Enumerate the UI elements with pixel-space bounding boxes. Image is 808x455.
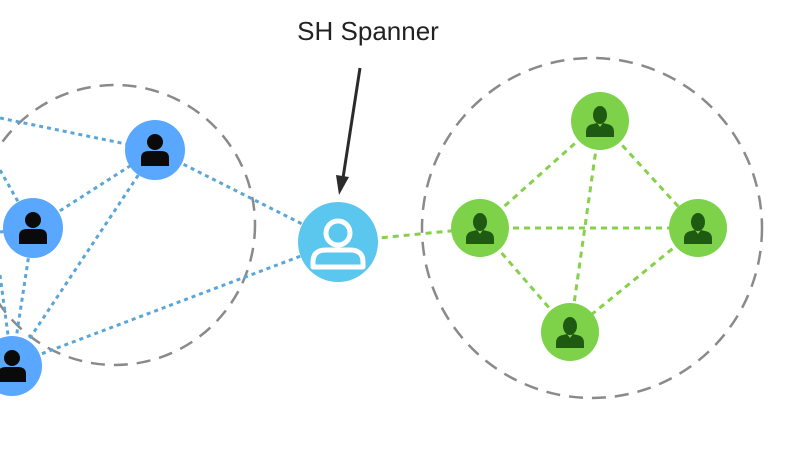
person-silhouette-icon: [586, 106, 614, 137]
edge: [11, 240, 339, 367]
green-node: [669, 199, 727, 257]
green-node: [541, 303, 599, 361]
blue-node: [3, 198, 63, 258]
edge: [10, 149, 157, 366]
edge: [0, 169, 35, 229]
person-icon: [19, 212, 47, 244]
person-icon: [0, 350, 26, 382]
left-cluster-outline: [0, 83, 257, 367]
spanner-node: [298, 202, 378, 282]
right-cluster-outline: [420, 56, 764, 400]
green-node: [571, 92, 629, 150]
right-cluster-edges: [337, 119, 700, 334]
person-silhouette-icon: [684, 213, 712, 244]
blue-node: [0, 336, 42, 396]
spanner-label: SH Spanner: [297, 16, 439, 46]
blue-node: [125, 120, 185, 180]
person-silhouette-icon: [556, 317, 584, 348]
annotation-arrow: [336, 67, 362, 195]
person-icon: [141, 134, 169, 166]
user-outline-icon: [310, 218, 366, 270]
person-silhouette-icon: [466, 213, 494, 244]
edge: [568, 120, 602, 333]
green-node: [451, 199, 509, 257]
